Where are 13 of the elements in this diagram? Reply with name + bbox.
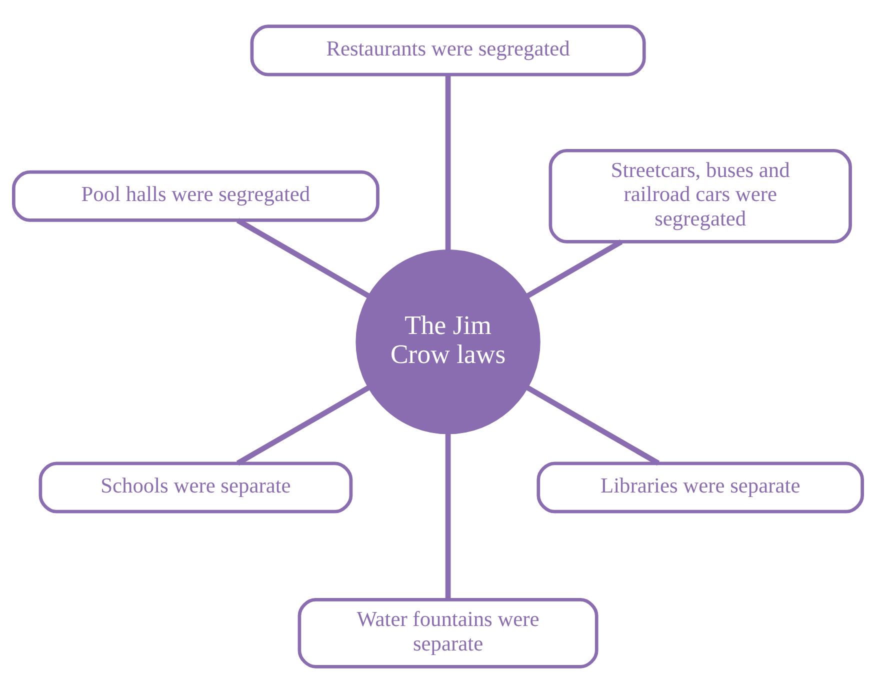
node-box: Restaurants were segregated <box>250 24 646 76</box>
connector <box>526 238 623 298</box>
connector <box>445 433 451 600</box>
node-box: Schools were separate <box>38 461 353 513</box>
node-box: Pool halls were segregated <box>12 170 380 222</box>
connector <box>445 74 451 250</box>
node-box: Streetcars, buses and railroad cars were segregated <box>548 148 852 243</box>
node-circle: The Jim Crow laws <box>356 248 540 434</box>
connector <box>526 384 660 466</box>
connector <box>236 218 370 298</box>
node-box: Water fountains were separate <box>298 598 598 668</box>
node-box: Libraries were separate <box>536 461 864 513</box>
connector <box>236 384 370 466</box>
